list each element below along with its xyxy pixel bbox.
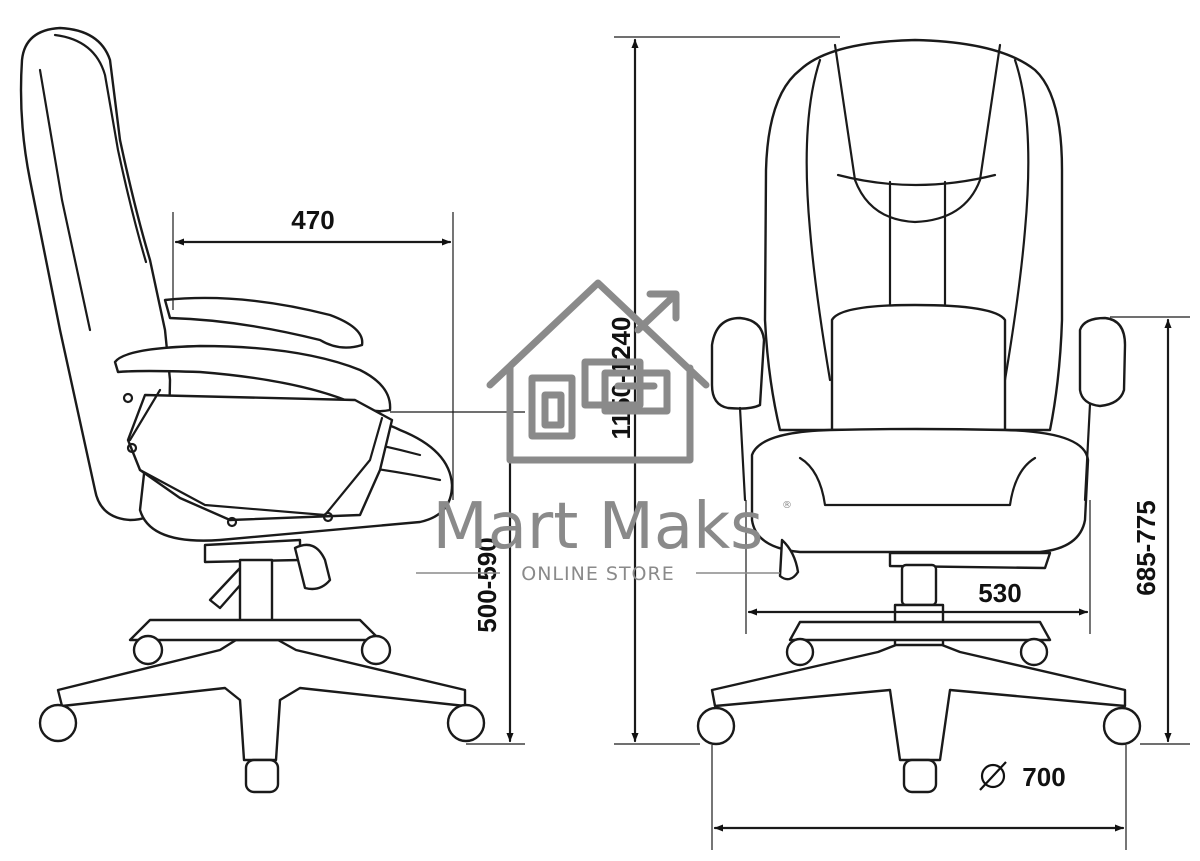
watermark-tagline: ONLINE STORE — [521, 563, 674, 585]
watermark: Mart Maks ® ONLINE STORE — [416, 279, 792, 585]
total-height-label: 1150-1240 — [606, 317, 636, 440]
front-view-chair — [696, 38, 1142, 794]
seat-depth-label: 470 — [291, 205, 334, 235]
diameter-icon — [979, 761, 1007, 791]
base-diameter-group: 700 — [979, 761, 1066, 792]
seat-width-label: 530 — [978, 578, 1021, 608]
base-diameter-label: 700 — [1022, 762, 1065, 792]
dimension-lines — [172, 36, 1190, 850]
watermark-registered-mark: ® — [782, 500, 792, 511]
armrest-height-label: 685-775 — [1131, 500, 1161, 595]
house-logo-icon — [486, 279, 710, 464]
side-view-chair — [19, 26, 486, 794]
watermark-brand: Mart Maks — [432, 490, 763, 564]
seat-height-label: 500-590 — [472, 537, 502, 632]
